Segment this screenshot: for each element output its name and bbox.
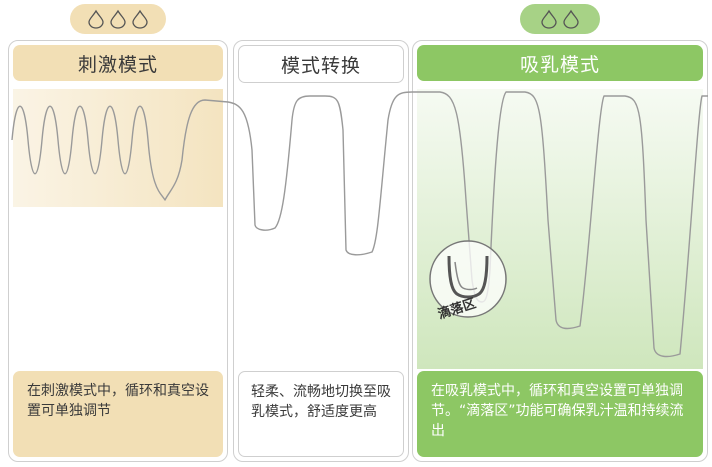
water-drop-outline-icon <box>541 9 579 29</box>
transition-mode-title: 模式转换 <box>238 45 404 83</box>
suction-mode-description: 在吸乳模式中，循环和真空设置可单独调节。“滴落区”功能可确保乳汁温和持续流出 <box>417 371 703 457</box>
stimulation-mode-title: 刺激模式 <box>13 45 223 81</box>
suction-mode-title: 吸乳模式 <box>417 45 703 81</box>
stimulation-drops-indicator <box>70 4 166 34</box>
transition-mode-panel: 模式转换 轻柔、流畅地切换至吸乳模式，舒适度更高 <box>233 40 409 462</box>
suction-wave-area <box>417 89 703 369</box>
drip-zone-cup-icon <box>429 240 507 318</box>
transition-mode-description: 轻柔、流畅地切换至吸乳模式，舒适度更高 <box>238 371 404 457</box>
suction-drops-indicator <box>520 4 600 34</box>
stimulation-mode-description: 在刺激模式中，循环和真空设置可单独调节 <box>13 371 223 457</box>
water-drop-outline-icon <box>88 9 148 29</box>
